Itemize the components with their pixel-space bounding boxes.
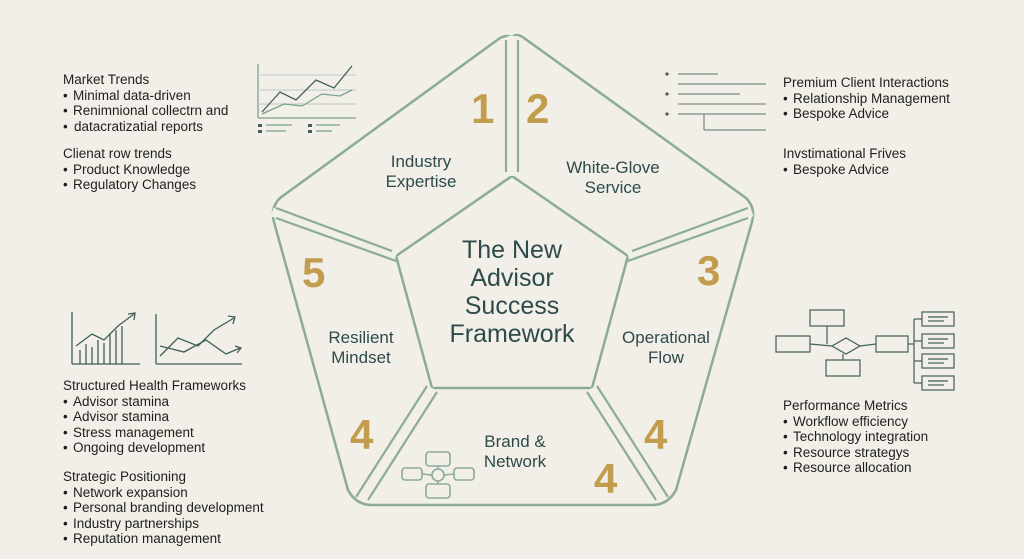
segment-1-number: 1: [471, 85, 495, 132]
strategic-note: Strategic Positioning Network expansion …: [63, 469, 264, 547]
list-item-continued: datacratizatial reports: [63, 119, 228, 135]
list-item: Workflow efficiency: [783, 414, 928, 430]
segment-2-number: 2: [526, 85, 550, 132]
segment-5-number: 5: [302, 249, 326, 296]
pentagon-outline: [271, 33, 755, 507]
client-trends-heading: Clienat row trends: [63, 146, 172, 161]
list-item: Relationship Management: [783, 91, 950, 107]
list-item: Reputation management: [63, 531, 264, 547]
performance-note: Performance Metrics Workflow efficiency …: [783, 398, 928, 476]
trend-chart-icon: [155, 314, 243, 365]
center-title: The New Advisor Success Framework: [449, 236, 575, 348]
bar-line-chart-icon: [71, 312, 140, 365]
list-item: Resource strategys: [783, 445, 928, 461]
segment-5-label: Resilient Mindset: [328, 328, 394, 367]
list-item: Resource allocation: [783, 460, 928, 476]
health-heading: Structured Health Frameworks: [63, 378, 247, 393]
list-item: Stress management: [63, 425, 246, 441]
list-item: Technology integration: [783, 429, 928, 445]
segment-3-label: Operational Flow: [622, 328, 710, 367]
premium-note: Premium Client Interactions Relationship…: [783, 75, 950, 122]
list-item: Regulatory Changes: [63, 177, 196, 193]
list-item: Industry partnerships: [63, 516, 264, 532]
premium-heading: Premium Client Interactions: [783, 75, 949, 90]
segment-3-number: 3: [697, 247, 721, 294]
center-pentagon: [394, 174, 630, 390]
extra-number-right: 4: [644, 411, 668, 458]
list-item: Renimnional collectrn and: [63, 103, 228, 119]
health-note: Structured Health Frameworks Advisor sta…: [63, 378, 246, 456]
list-item: Network expansion: [63, 485, 264, 501]
invstimational-note: Invstimational Frives Bespoke Advice: [783, 146, 906, 177]
list-item: Advisor stamina: [63, 394, 246, 410]
segment-4-number: 4: [594, 455, 618, 502]
segment-2-label: White-Glove Service: [566, 158, 660, 197]
client-trends-note: Clienat row trends Product Knowledge Reg…: [63, 146, 196, 193]
list-item: Bespoke Advice: [783, 162, 906, 178]
network-icon: [401, 451, 475, 499]
invstimational-heading: Invstimational Frives: [783, 146, 907, 161]
market-trends-note: Market Trends Minimal data-driven Renimn…: [63, 72, 228, 134]
list-item: Personal branding development: [63, 500, 264, 516]
line-chart-icon: [257, 64, 356, 133]
list-lines-icon: [665, 72, 766, 131]
segment-1-label: Industry Expertise: [385, 152, 457, 191]
market-trends-heading: Market Trends: [63, 72, 150, 87]
flowchart-icon: [775, 309, 955, 391]
list-item: Advisor stamina: [63, 409, 246, 425]
list-item: Bespoke Advice: [783, 106, 950, 122]
list-item: Minimal data-driven: [63, 88, 228, 104]
performance-heading: Performance Metrics: [783, 398, 908, 413]
list-item: Product Knowledge: [63, 162, 196, 178]
strategic-heading: Strategic Positioning: [63, 469, 187, 484]
list-item: Ongoing development: [63, 440, 246, 456]
extra-number-left: 4: [350, 411, 374, 458]
segment-4-label: Brand & Network: [483, 432, 547, 471]
